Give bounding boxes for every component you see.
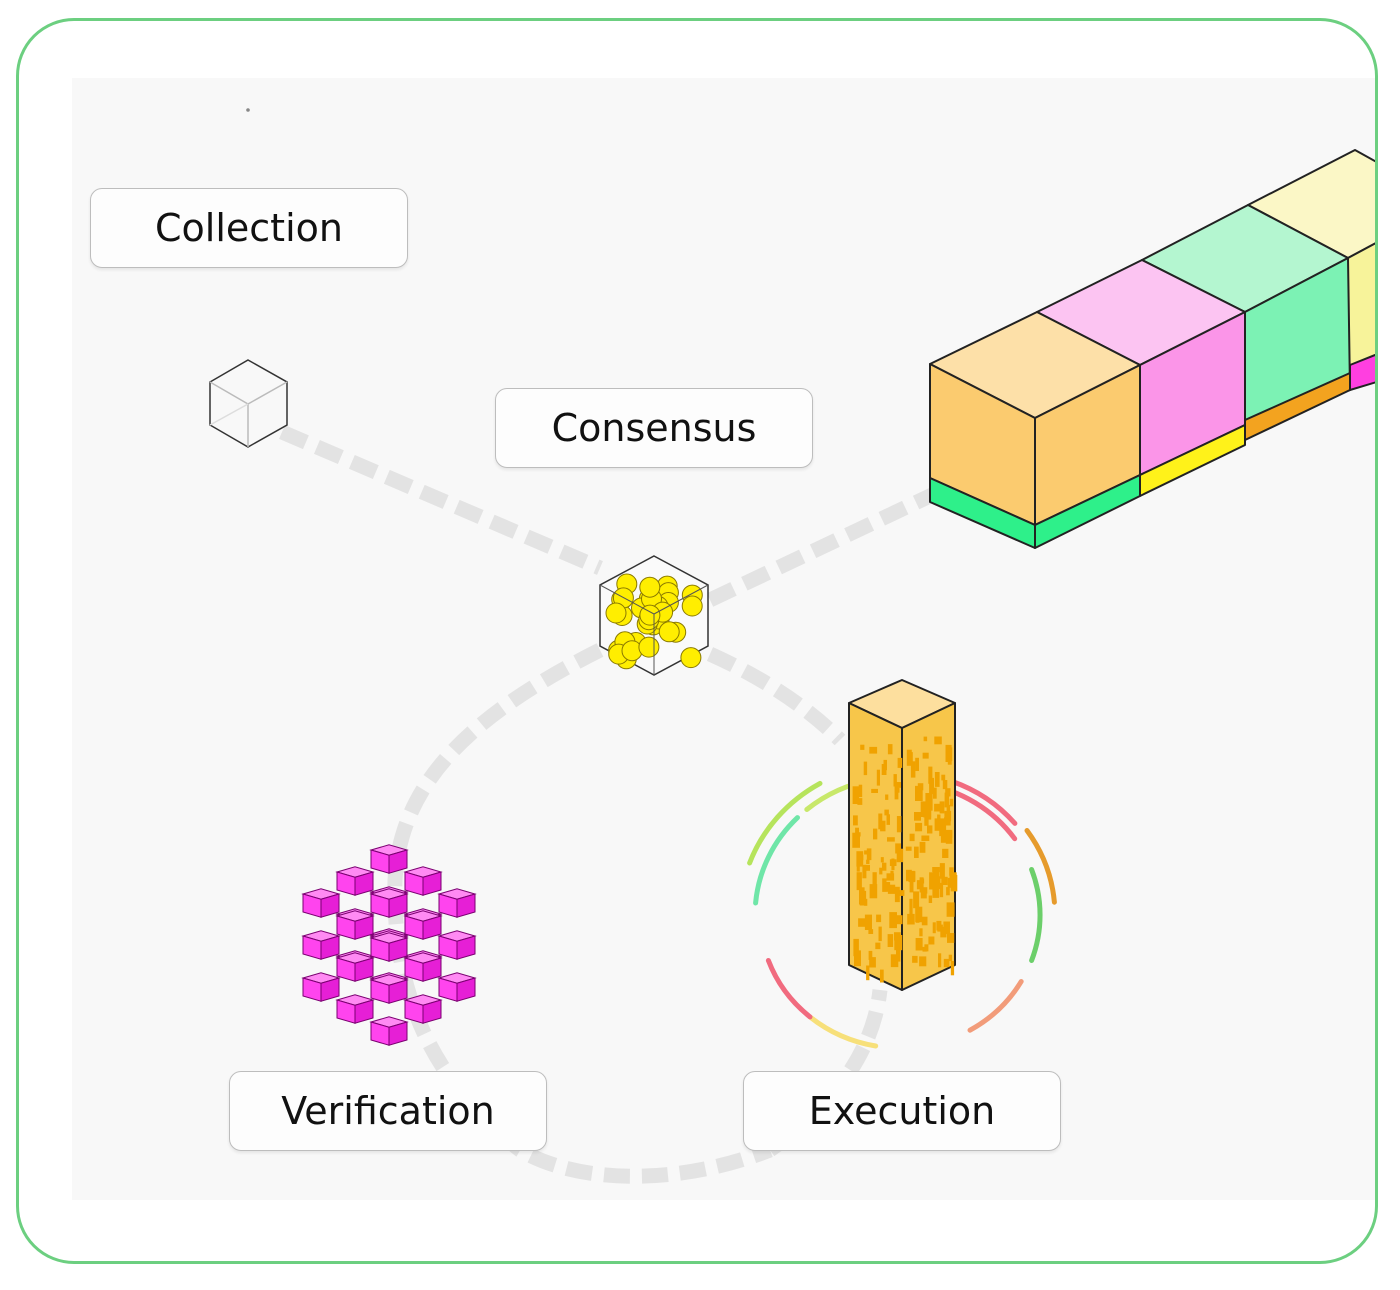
collection-label: Collection bbox=[90, 188, 408, 268]
path-collection-to-consensus bbox=[279, 425, 603, 575]
cluster-of-cubes-icon bbox=[301, 844, 477, 1046]
path-consensus-to-chain bbox=[706, 488, 936, 607]
verification-label: Verification bbox=[229, 1071, 547, 1151]
wireframe-cube-icon bbox=[209, 359, 288, 448]
textured-column-icon bbox=[848, 679, 958, 991]
path-consensus-to-execution bbox=[706, 647, 846, 746]
stray-dot bbox=[246, 108, 250, 112]
execution-label: Execution bbox=[743, 1071, 1061, 1151]
execution-rings bbox=[747, 776, 1057, 1049]
network-diagram bbox=[72, 78, 1375, 1200]
diagram-frame: Collection Consensus Verification Execut… bbox=[16, 18, 1378, 1264]
consensus-label: Consensus bbox=[495, 388, 813, 468]
block-chain-icon bbox=[929, 149, 1375, 549]
cube-of-spheres-icon bbox=[599, 555, 709, 676]
